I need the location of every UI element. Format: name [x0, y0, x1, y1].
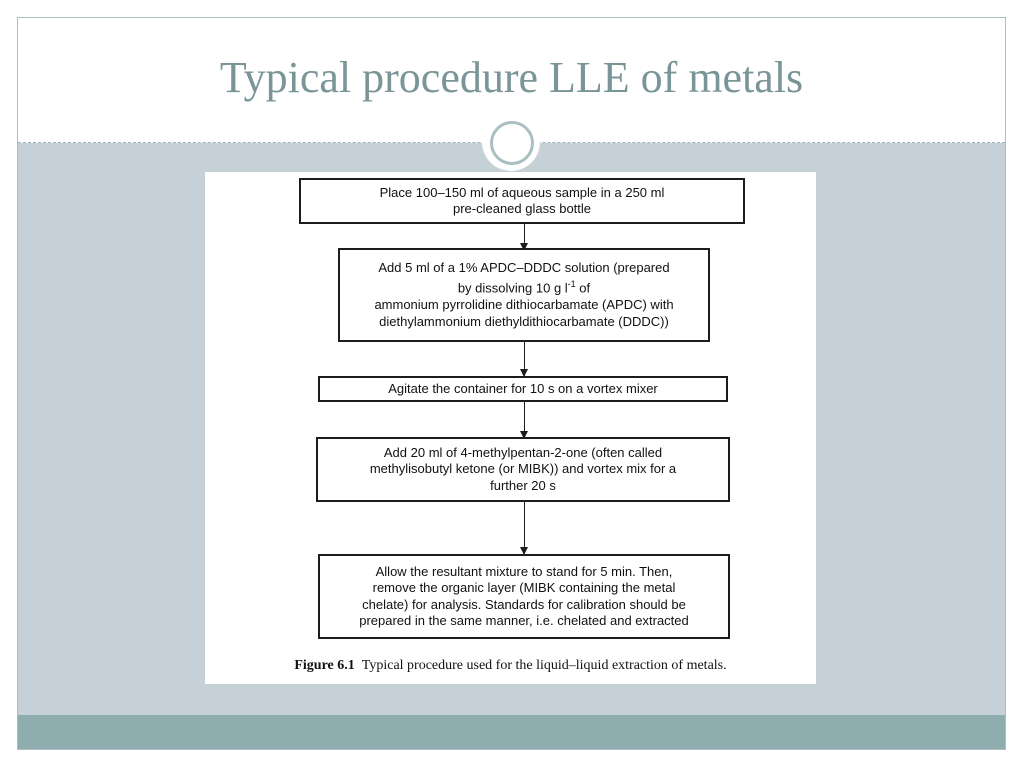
step-2-line-2b: of	[575, 280, 591, 296]
step-2-superscript: -1	[567, 279, 576, 290]
step-5-line-2: remove the organic layer (MIBK containin…	[372, 580, 676, 595]
figure-caption: Figure 6.1 Typical procedure used for th…	[205, 658, 816, 674]
step-1-line-2: pre-cleaned glass bottle	[452, 201, 592, 216]
flow-step-4: Add 20 ml of 4-methylpentan-2-one (often…	[316, 437, 730, 502]
circle-ornament-icon	[482, 113, 540, 171]
step-2-line-1: Add 5 ml of a 1% APDC–DDDC solution (pre…	[378, 259, 670, 275]
slide-title: Typical procedure LLE of metals	[219, 53, 804, 102]
step-5-line-4: prepared in the same manner, i.e. chelat…	[359, 613, 689, 628]
caption-text: Typical procedure used for the liquid–li…	[361, 658, 727, 673]
flow-step-1: Place 100–150 ml of aqueous sample in a …	[299, 178, 745, 224]
flowchart-figure: Place 100–150 ml of aqueous sample in a …	[205, 172, 816, 684]
flow-step-3: Agitate the container for 10 s on a vort…	[318, 376, 728, 402]
step-2-line-2: by dissolving 10 g l-1 of	[374, 276, 673, 297]
step-2-line-3: ammonium pyrrolidine dithiocarbamate (AP…	[374, 297, 674, 313]
arrow-1-2	[520, 224, 528, 251]
step-1-line-1: Place 100–150 ml of aqueous sample in a …	[379, 184, 665, 200]
flow-step-5: Allow the resultant mixture to stand for…	[318, 554, 730, 639]
arrow-2-3	[520, 342, 528, 377]
step-3-line-1: Agitate the container for 10 s on a vort…	[388, 380, 658, 396]
footer-band	[18, 715, 1005, 749]
step-2-line-4: diethylammonium diethyldithiocarbamate (…	[379, 313, 669, 329]
step-4-line-3: further 20 s	[490, 477, 556, 493]
step-5-line-1: Allow the resultant mixture to stand for…	[375, 563, 673, 579]
arrow-3-4	[520, 402, 528, 439]
step-4-line-1: Add 20 ml of 4-methylpentan-2-one (often…	[383, 444, 663, 460]
caption-label: Figure 6.1	[294, 658, 355, 673]
step-4-line-2: methylisobutyl ketone (or MIBK)) and vor…	[369, 461, 677, 477]
step-5-line-3: chelate) for analysis. Standards for cal…	[362, 596, 686, 612]
flow-step-2: Add 5 ml of a 1% APDC–DDDC solution (pre…	[338, 248, 710, 342]
arrow-4-5	[520, 502, 528, 555]
step-2-line-2a: by dissolving 10 g l	[457, 280, 568, 296]
